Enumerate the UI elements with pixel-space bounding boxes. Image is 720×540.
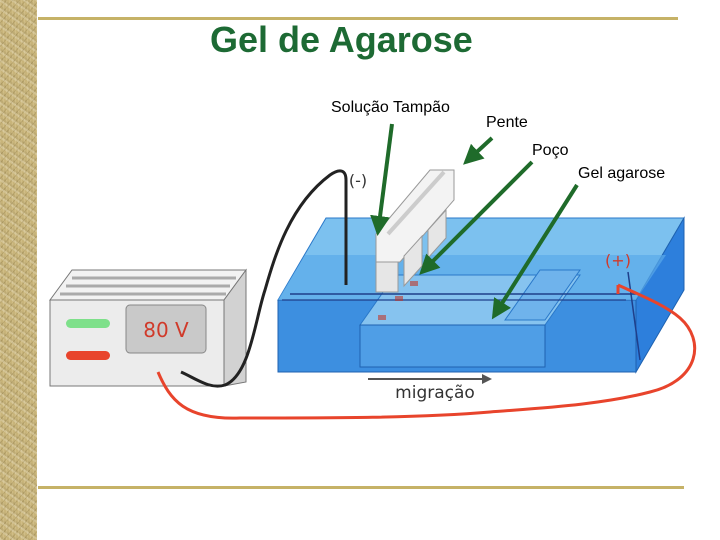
red-indicator-light (66, 351, 110, 360)
well-callout-arrow (419, 160, 534, 275)
voltage-display (125, 304, 207, 354)
comb-callout-arrow (463, 136, 494, 165)
well-label: Poço (532, 142, 569, 159)
gel-agarose-label: Gel agarose (578, 165, 665, 182)
gel-callout-arrow (491, 183, 579, 320)
top-divider (38, 17, 678, 20)
gel-tank (277, 216, 685, 374)
buffer-solution-label: Solução Tampão (331, 99, 450, 116)
comb-label: Pente (486, 114, 528, 131)
positive-lead-wire (156, 283, 697, 420)
power-supply: 80 V (49, 268, 247, 387)
bottom-divider (38, 486, 684, 489)
buffer-callout-arrow (370, 123, 394, 236)
comb (375, 169, 455, 293)
textured-sidebar (0, 0, 37, 540)
page-title: Gel de Agarose (210, 19, 473, 60)
cathode-label: (-) (349, 171, 367, 190)
anode-label: (+) (605, 251, 631, 270)
negative-lead-wire (180, 169, 348, 388)
voltage-readout: 80 V (143, 318, 189, 342)
migration-label: migração (395, 383, 475, 403)
green-indicator-light (66, 319, 110, 328)
